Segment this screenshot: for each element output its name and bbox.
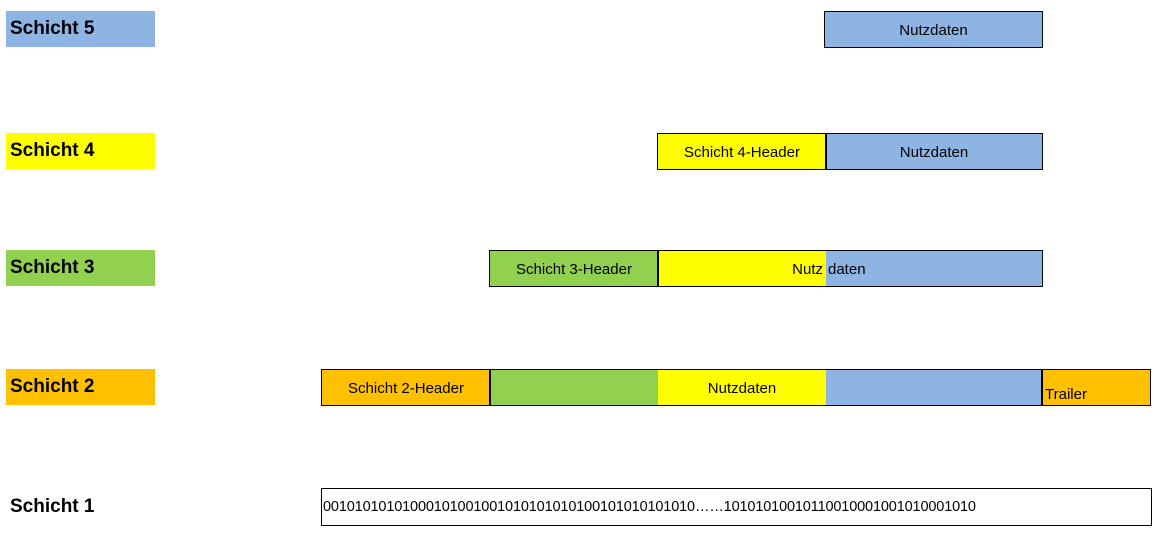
layer-1-frame <box>321 488 1152 526</box>
layer-4-payload: Nutzdaten <box>826 134 1042 170</box>
layer-5-frame <box>824 11 1043 48</box>
layer-2-header: Schicht 2-Header <box>322 370 490 406</box>
layer-3-divider <box>657 250 659 287</box>
layer-1-bitstream: 0010101010100010100100101010101010010101… <box>322 489 1151 525</box>
layer-4-divider <box>825 133 827 170</box>
layer-3-label: Schicht 3 <box>6 250 155 286</box>
layer-2-frame <box>321 369 1151 406</box>
layer-3-header: Schicht 3-Header <box>490 251 658 287</box>
layer-2-trailer: Trailer <box>1042 370 1150 406</box>
layer-4-header: Schicht 4-Header <box>658 134 826 170</box>
layer-2-label: Schicht 2 <box>6 369 155 405</box>
layer-3-payload-blue: daten <box>826 251 1042 287</box>
layer-3-payload-yellow: Nutz <box>658 251 826 287</box>
layer-1-label: Schicht 1 <box>6 489 155 525</box>
layer-2-divider-trailer <box>1041 369 1043 406</box>
layer-4-frame <box>657 133 1043 170</box>
layer-5-payload: Nutzdaten <box>825 12 1042 48</box>
layer-2-divider-header <box>489 369 491 406</box>
layer-5-label: Schicht 5 <box>6 11 155 47</box>
layer-2-segment-green <box>490 370 658 406</box>
layer-2-payload: Nutzdaten <box>658 370 826 406</box>
layer-3-frame <box>489 250 1043 287</box>
layer-2-segment-blue <box>826 370 1042 406</box>
layer-4-label: Schicht 4 <box>6 133 155 169</box>
